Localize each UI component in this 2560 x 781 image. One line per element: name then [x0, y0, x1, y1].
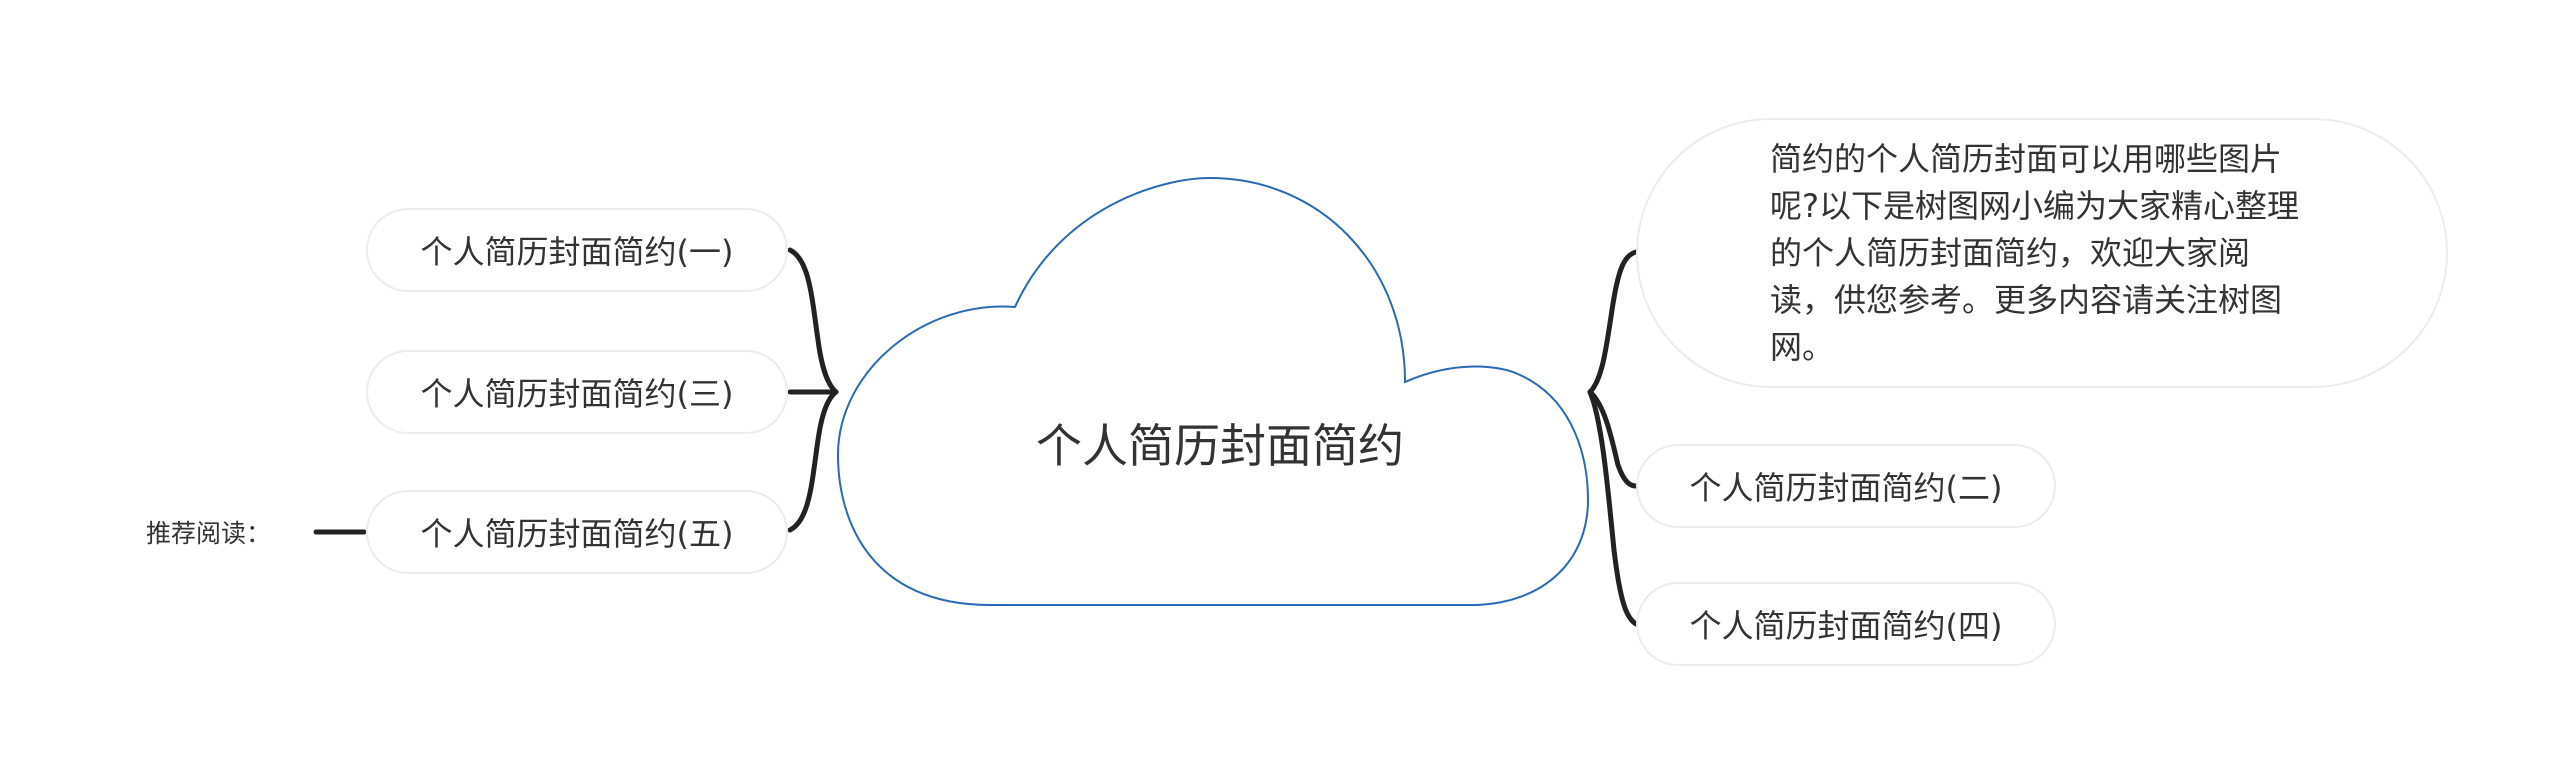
left-node-2[interactable]: 个人简历封面简约(三)	[366, 350, 788, 434]
left-node-3[interactable]: 个人简历封面简约(五)	[366, 490, 788, 574]
left-node-1[interactable]: 个人简历封面简约(一)	[366, 208, 788, 292]
right-node-2[interactable]: 个人简历封面简约(四)	[1636, 582, 2056, 666]
left-node-3-label: 个人简历封面简约(五)	[420, 515, 734, 553]
left-node-2-label: 个人简历封面简约(三)	[420, 375, 734, 413]
connector-right-1	[1587, 389, 1639, 489]
right-node-2-label: 个人简历封面简约(四)	[1689, 607, 2003, 645]
side-note-label: 推荐阅读：	[146, 519, 272, 548]
right-node-1[interactable]: 个人简历封面简约(二)	[1636, 444, 2056, 528]
left-node-1-label: 个人简历封面简约(一)	[420, 233, 734, 271]
center-cloud-shape	[836, 176, 1590, 606]
right-description-node[interactable]: 简约的个人简历封面可以用哪些图片呢?以下是树图网小编为大家精心整理的个人简历封面…	[1636, 118, 2448, 388]
connector-right-desc	[1587, 249, 1639, 395]
connector-left-1	[787, 247, 839, 395]
connector-left-3	[787, 389, 839, 533]
center-topic-label[interactable]: 个人简历封面简约	[1036, 419, 1404, 473]
right-description-text: 简约的个人简历封面可以用哪些图片呢?以下是树图网小编为大家精心整理的个人简历封面…	[1770, 139, 2299, 366]
connector-right-2	[1587, 389, 1639, 627]
right-node-1-label: 个人简历封面简约(二)	[1689, 469, 2003, 507]
